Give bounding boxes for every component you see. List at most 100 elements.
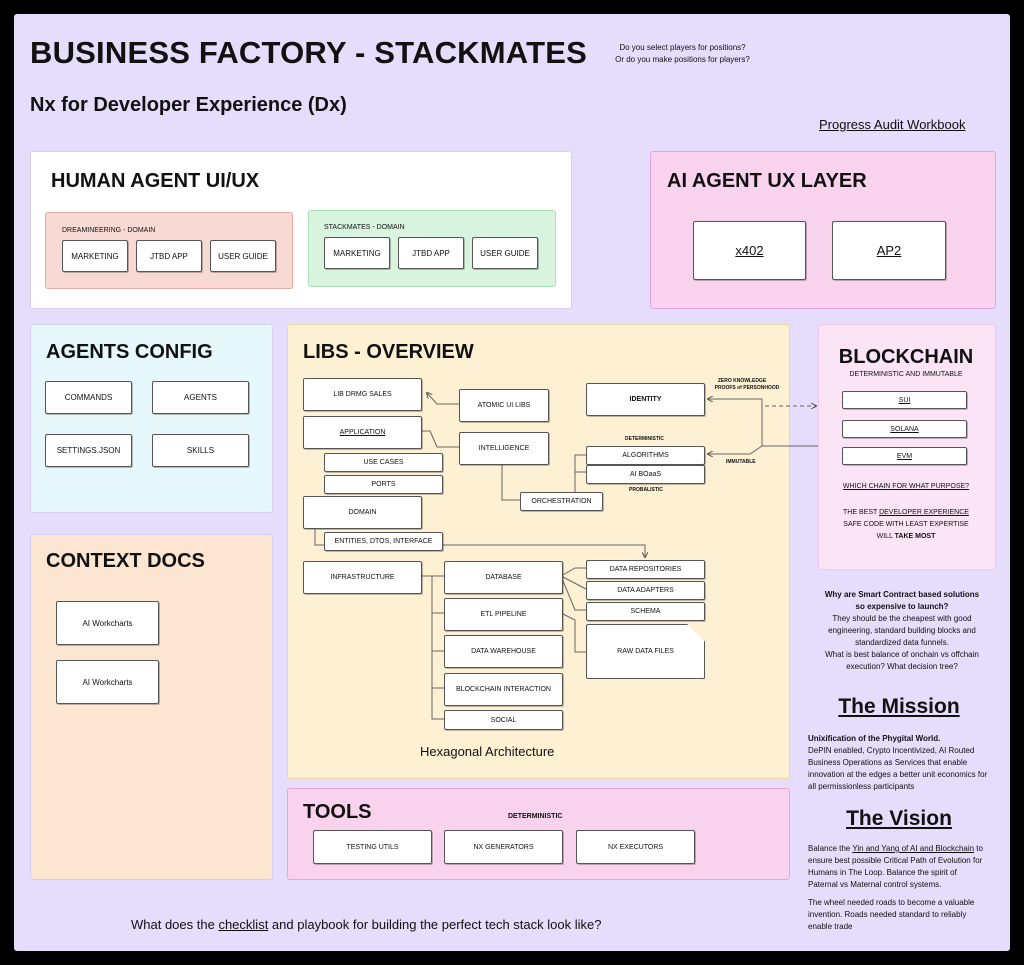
note-line-3: WILL TAKE MOST xyxy=(876,533,936,540)
footer-question: What does the checklist and playbook for… xyxy=(131,917,602,932)
dream-user-guide-button[interactable]: USER GUIDE xyxy=(210,240,276,272)
smart-contract-text: Why are Smart Contract based solutions s… xyxy=(804,589,1000,673)
data-warehouse-node[interactable]: DATA WAREHOUSE xyxy=(444,635,563,668)
zk-label: ZERO KNOWLEDGE xyxy=(717,378,767,384)
identity-arrow xyxy=(708,399,818,447)
mission-line: Business Operations as Services that ena… xyxy=(808,758,968,767)
ai-workcharts-button-2[interactable]: AI Workcharts xyxy=(56,660,159,704)
checklist-link[interactable]: checklist xyxy=(218,917,269,932)
infrastructure-node[interactable]: INFRASTRUCTURE xyxy=(303,561,422,594)
commands-button[interactable]: COMMANDS xyxy=(45,381,132,414)
application-node[interactable]: APPLICATION xyxy=(303,416,422,449)
settings-json-button[interactable]: SETTINGS.JSON xyxy=(45,434,132,467)
question-line: Do you select players for positions? xyxy=(619,43,746,52)
dreamineering-label: DREAMINEERING - DOMAIN xyxy=(62,227,156,234)
which-chain-question[interactable]: WHICH CHAIN FOR WHAT PURPOSE? xyxy=(842,483,970,490)
intelligence-node[interactable]: INTELLIGENCE xyxy=(459,432,549,465)
data-adapters-node[interactable]: DATA ADAPTERS xyxy=(586,581,705,600)
progress-audit-link[interactable]: Progress Audit Workbook xyxy=(819,117,966,132)
nx-generators-button[interactable]: NX GENERATORS xyxy=(444,830,563,864)
stack-user-guide-button[interactable]: USER GUIDE xyxy=(472,237,538,269)
entities-node[interactable]: ENTITIES, DTOS, INTERFACE xyxy=(324,532,443,551)
libs-overview-title: LIBS - OVERVIEW xyxy=(303,341,474,363)
infra-branch-connector xyxy=(431,576,444,720)
raw-data-files-node[interactable]: RAW DATA FILES xyxy=(586,624,705,679)
smart-line: engineering, standard building blocks an… xyxy=(828,626,976,635)
schema-connector xyxy=(560,575,586,611)
stack-jtbd-button[interactable]: JTBD APP xyxy=(398,237,464,269)
ai-agent-title: AI AGENT UX LAYER xyxy=(667,170,867,192)
social-node[interactable]: SOCIAL xyxy=(444,710,563,730)
hexagonal-architecture-label: Hexagonal Architecture xyxy=(420,744,555,759)
blockchain-subtitle: DETERMINISTIC AND IMMUTABLE xyxy=(849,371,963,378)
mission-line: innovation at the edges a better unit ec… xyxy=(808,770,988,779)
agents-config-panel xyxy=(30,324,273,513)
testing-utils-button[interactable]: TESTING UTILS xyxy=(313,830,432,864)
etl-pipeline-node[interactable]: ETL PIPELINE xyxy=(444,598,563,631)
schema-node[interactable]: SCHEMA xyxy=(586,602,705,621)
domain-node[interactable]: DOMAIN xyxy=(303,496,422,529)
atomic-ui-libs-node[interactable]: ATOMIC UI LIBS xyxy=(459,389,549,422)
deterministic-label: DETERMINISTIC xyxy=(625,436,664,442)
vision-text: Balance the Yin and Yang of AI and Block… xyxy=(808,843,1004,933)
ap2-button[interactable]: AP2 xyxy=(832,221,946,280)
sui-chain-button[interactable]: SUI xyxy=(842,391,967,409)
vision-line: enable trade xyxy=(808,922,853,931)
blockchain-title: BLOCKCHAIN xyxy=(838,346,974,368)
smart-line: What is best balance of onchain vs offch… xyxy=(825,650,979,659)
orchestration-connector xyxy=(501,463,520,501)
zk-label-2: PROOFS of PERSONHOOD xyxy=(714,385,780,391)
ai-boaas-node[interactable]: AI BOaaS xyxy=(586,465,705,484)
entities-connector xyxy=(314,529,645,557)
human-agent-title: HUMAN AGENT UI/UX xyxy=(51,170,260,192)
header-question: Do you select players for positions? Or … xyxy=(600,42,765,66)
solana-chain-button[interactable]: SOLANA xyxy=(842,420,967,438)
question-line: Or do you make positions for players? xyxy=(615,55,750,64)
dream-jtbd-button[interactable]: JTBD APP xyxy=(136,240,202,272)
vision-line: Paternal vs Maternal control systems. xyxy=(808,880,942,889)
tools-title: TOOLS xyxy=(303,801,372,823)
lib-drmg-sales-node[interactable]: LIB DRMG SALES xyxy=(303,378,422,411)
probabilistic-label: PROBALISTIC xyxy=(629,487,663,493)
ports-node[interactable]: PORTS xyxy=(324,475,443,494)
note-line-2: SAFE CODE WITH LEAST EXPERTISE xyxy=(843,521,969,528)
intelligence-connector xyxy=(420,430,459,448)
smart-line: so expensive to launch? xyxy=(855,602,949,611)
adapters-connector xyxy=(560,575,587,590)
raw-connector xyxy=(560,612,586,653)
vision-line: ensure best possible Critical Path of Ev… xyxy=(808,856,983,865)
orchestration-node[interactable]: ORCHESTRATION xyxy=(520,492,603,511)
blockchain-note: THE BEST DEVELOPER EXPERIENCE SAFE CODE … xyxy=(818,507,994,543)
algorithms-node[interactable]: ALGORITHMS xyxy=(586,446,705,465)
page-subtitle: Nx for Developer Experience (Dx) xyxy=(30,94,347,116)
algorithms-arrow xyxy=(708,445,763,454)
vision-line: Balance the Yin and Yang of AI and Block… xyxy=(808,844,983,853)
agents-button[interactable]: AGENTS xyxy=(152,381,249,414)
vision-line: The wheel needed roads to become a valua… xyxy=(808,898,975,907)
smart-line: Why are Smart Contract based solutions xyxy=(824,590,980,599)
stack-marketing-button[interactable]: MARKETING xyxy=(324,237,390,269)
database-node[interactable]: DATABASE xyxy=(444,561,563,594)
skills-button[interactable]: SKILLS xyxy=(152,434,249,467)
ai-workcharts-button[interactable]: AI Workcharts xyxy=(56,601,159,645)
context-docs-panel xyxy=(30,534,273,880)
use-cases-node[interactable]: USE CASES xyxy=(324,453,443,472)
x402-button[interactable]: x402 xyxy=(693,221,806,280)
nx-executors-button[interactable]: NX EXECUTORS xyxy=(576,830,695,864)
vision-line: invention. Roads needed standard to reli… xyxy=(808,910,967,919)
page-title: BUSINESS FACTORY - STACKMATES xyxy=(30,35,587,70)
mission-title: The Mission xyxy=(838,695,960,718)
context-docs-title: CONTEXT DOCS xyxy=(46,550,205,572)
evm-chain-button[interactable]: EVM xyxy=(842,447,967,465)
identity-node[interactable]: IDENTITY xyxy=(586,383,705,416)
blockchain-interaction-node[interactable]: BLOCKCHAIN INTERACTION xyxy=(444,673,563,706)
smart-line: execution? What decision tree? xyxy=(846,662,958,671)
mission-line: DePIN enabled, Crypto Incentivized, AI R… xyxy=(808,746,975,755)
immutable-label: IMMUTABLE xyxy=(726,459,756,465)
dream-marketing-button[interactable]: MARKETING xyxy=(62,240,128,272)
smart-line: standardized data funnels. xyxy=(855,638,949,647)
agents-config-title: AGENTS CONFIG xyxy=(46,341,213,363)
vision-title: The Vision xyxy=(846,807,952,830)
data-repositories-node[interactable]: DATA REPOSITORIES xyxy=(586,560,705,579)
